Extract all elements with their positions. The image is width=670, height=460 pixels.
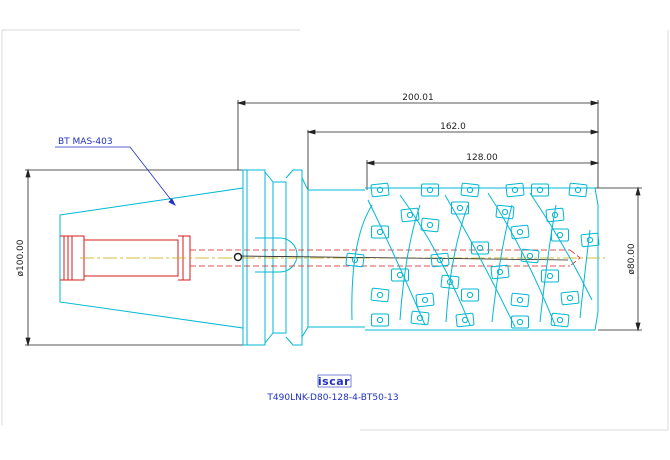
insert <box>371 225 389 239</box>
insert <box>551 228 569 242</box>
insert-screw <box>476 244 484 252</box>
insert-screw <box>416 314 424 322</box>
dim-shank-diameter: ø100.00 <box>16 239 26 276</box>
insert-screw <box>466 186 474 194</box>
insert-screw <box>556 231 564 239</box>
insert-screw <box>516 318 524 326</box>
insert <box>461 288 479 302</box>
insert <box>510 224 530 240</box>
brand-logo: iscar <box>317 374 352 388</box>
insert-screw <box>436 256 444 264</box>
reference-point <box>233 252 243 262</box>
helical-flutes <box>351 192 593 328</box>
pull-stud <box>60 235 191 281</box>
insert <box>511 315 529 329</box>
insert-screw <box>574 186 582 194</box>
insert-screw <box>376 316 384 324</box>
insert-screw <box>426 186 434 194</box>
insert <box>410 310 430 326</box>
insert <box>520 248 540 264</box>
insert <box>531 183 549 197</box>
insert <box>391 268 409 282</box>
insert <box>580 232 600 248</box>
cutting-inserts <box>345 182 600 329</box>
insert-screw <box>556 316 564 324</box>
insert-screw <box>406 211 414 219</box>
insert <box>430 252 450 268</box>
insert <box>568 182 588 198</box>
insert <box>345 252 365 268</box>
insert-screw <box>456 204 464 212</box>
dim-body-length: 162.0 <box>440 122 466 132</box>
insert <box>455 312 475 328</box>
dimension-lines <box>25 100 642 347</box>
insert-screw <box>526 252 534 260</box>
callout-label: BT MAS-403 <box>58 137 113 147</box>
insert <box>451 201 469 215</box>
reference-line <box>237 255 569 261</box>
insert <box>440 274 460 290</box>
insert-screw <box>536 186 544 194</box>
insert <box>560 290 580 306</box>
insert <box>370 182 390 198</box>
insert <box>505 182 525 198</box>
insert-screw <box>516 228 524 236</box>
insert-screw <box>446 278 454 286</box>
tool-outline <box>59 169 599 346</box>
insert-screw <box>396 271 404 279</box>
insert <box>370 287 390 303</box>
insert <box>420 217 440 233</box>
insert-screw <box>501 208 509 216</box>
insert <box>460 182 480 198</box>
insert-screw <box>551 211 559 219</box>
insert-screw <box>376 228 384 236</box>
insert-screw <box>566 294 574 302</box>
part-number: T490LNK-D80-128-4-BT50-13 <box>266 393 398 403</box>
insert-screw <box>351 256 359 264</box>
insert-screw <box>426 221 434 229</box>
sheet-border <box>1 29 669 431</box>
insert-screw <box>516 296 524 304</box>
insert-screw <box>461 316 469 324</box>
insert-screw <box>586 236 594 244</box>
dim-cutter-diameter: ø80.00 <box>627 243 637 275</box>
dim-overall-length: 200.01 <box>402 93 434 103</box>
insert-screw <box>466 291 474 299</box>
insert <box>400 207 420 223</box>
insert-screw <box>496 268 504 276</box>
insert-screw <box>376 291 384 299</box>
brand-name: iscar <box>318 375 350 388</box>
insert <box>495 204 515 220</box>
insert <box>490 264 510 280</box>
insert <box>421 183 439 197</box>
insert <box>550 312 570 328</box>
insert <box>541 269 559 283</box>
insert-screw <box>421 296 429 304</box>
insert-screw <box>546 272 554 280</box>
insert <box>510 292 530 308</box>
insert <box>415 292 435 308</box>
insert-screw <box>511 186 519 194</box>
insert <box>471 241 489 255</box>
insert-screw <box>376 186 384 194</box>
dim-cutting-length: 128.00 <box>466 153 498 163</box>
insert <box>545 207 565 223</box>
callout-leader <box>55 146 176 206</box>
insert <box>371 313 389 327</box>
